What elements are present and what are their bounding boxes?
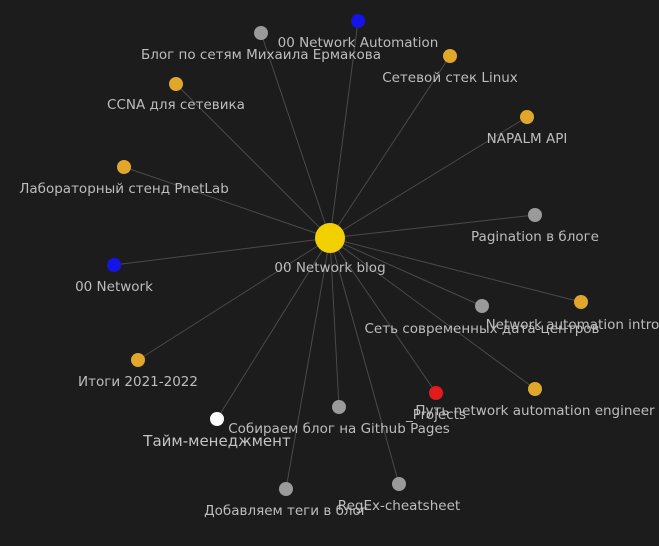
node-label: Pagination в блоге	[471, 229, 599, 245]
graph-node[interactable]: Блог по сетям Михаила Ермакова	[141, 26, 381, 63]
node-dot[interactable]	[520, 110, 534, 124]
node-label: CCNA для сетевика	[107, 97, 245, 113]
graph-node[interactable]: Pagination в блоге	[471, 208, 599, 245]
graph-edge-n-datacenters	[329, 237, 483, 307]
node-label: Блог по сетям Михаила Ермакова	[141, 47, 381, 63]
node-dot[interactable]	[351, 14, 365, 28]
graph-node[interactable]: Собираем блог на Github Pages	[228, 400, 450, 437]
node-dot[interactable]	[528, 208, 542, 222]
graph-node[interactable]: Добавляем теги в блог	[204, 482, 368, 519]
node-label: 00 Network blog	[274, 260, 385, 276]
graph-edge-n-pagination	[329, 214, 536, 239]
graph-node[interactable]: _Projects	[405, 386, 466, 423]
node-label: _Projects	[405, 407, 466, 423]
graph-node[interactable]: Сетевой стек Linux	[382, 49, 518, 86]
graph-node[interactable]: Network automation introdu	[486, 295, 659, 333]
node-dot[interactable]	[574, 295, 588, 309]
node-label: Путь network automation engineer	[415, 403, 655, 419]
node-dot[interactable]	[315, 223, 345, 253]
graph-edge-n-time	[216, 237, 331, 420]
node-dot[interactable]	[169, 77, 183, 91]
graph-edge-n-automation-intro	[329, 237, 582, 303]
node-label: Network automation introdu	[486, 317, 659, 333]
node-dot[interactable]	[279, 482, 293, 496]
graph-edges	[113, 20, 582, 490]
graph-edge-n-pnetlab	[123, 166, 331, 239]
node-dot[interactable]	[392, 477, 406, 491]
node-label: 00 Network Automation	[278, 35, 439, 51]
graph-node[interactable]: 00 Network Automation	[278, 14, 439, 51]
graph-edge-n-github	[329, 237, 340, 408]
node-dot[interactable]	[131, 353, 145, 367]
graph-edge-n-regex	[329, 237, 400, 485]
node-dot[interactable]	[332, 400, 346, 414]
graph-edge-n-itogi	[137, 237, 331, 361]
graph-node-hub[interactable]: 00 Network blog	[274, 223, 386, 276]
graph-edge-n-projects	[329, 237, 437, 394]
graph-edge-n-napalm	[329, 116, 528, 239]
node-label: Собираем блог на Github Pages	[228, 421, 450, 437]
node-dot[interactable]	[443, 49, 457, 63]
node-label: Сетевой стек Linux	[382, 70, 518, 86]
node-dot[interactable]	[210, 412, 224, 426]
graph-node[interactable]: NAPALM API	[487, 110, 568, 147]
node-label: RegEx-cheatsheet	[338, 498, 460, 514]
graph-node[interactable]: Тайм-менеджмент	[142, 412, 291, 450]
node-dot[interactable]	[117, 160, 131, 174]
graph-node[interactable]: Итоги 2021-2022	[78, 353, 198, 390]
node-label: NAPALM API	[487, 131, 568, 147]
graph-edge-n-automation	[329, 20, 359, 239]
node-label: Сеть современных дата-центров	[364, 321, 599, 337]
node-dot[interactable]	[254, 26, 268, 40]
node-dot[interactable]	[528, 382, 542, 396]
node-label: Лабораторный стенд PnetLab	[19, 181, 229, 197]
node-label: Добавляем теги в блог	[204, 503, 368, 519]
graph-node[interactable]: Сеть современных дата-центров	[364, 299, 600, 337]
node-label: Тайм-менеджмент	[142, 432, 291, 450]
graph-edge-n-network	[113, 237, 331, 266]
graph-node[interactable]: RegEx-cheatsheet	[338, 477, 460, 514]
graph-edge-n-linux	[329, 55, 451, 239]
graph-node[interactable]: 00 Network	[75, 258, 153, 295]
node-dot[interactable]	[475, 299, 489, 313]
node-label: 00 Network	[75, 279, 153, 295]
node-dot[interactable]	[107, 258, 121, 272]
node-label: Итоги 2021-2022	[78, 374, 198, 390]
graph-edge-n-path	[329, 237, 536, 390]
node-dot[interactable]	[429, 386, 443, 400]
graph-node[interactable]: Лабораторный стенд PnetLab	[19, 160, 229, 197]
graph-edge-n-tags	[285, 237, 331, 490]
graph-node[interactable]: CCNA для сетевика	[107, 77, 245, 113]
graph-node[interactable]: Путь network automation engineer	[415, 382, 655, 419]
graph-edge-n-ccna	[175, 83, 331, 239]
graph-edge-n-ermakov	[260, 32, 331, 239]
